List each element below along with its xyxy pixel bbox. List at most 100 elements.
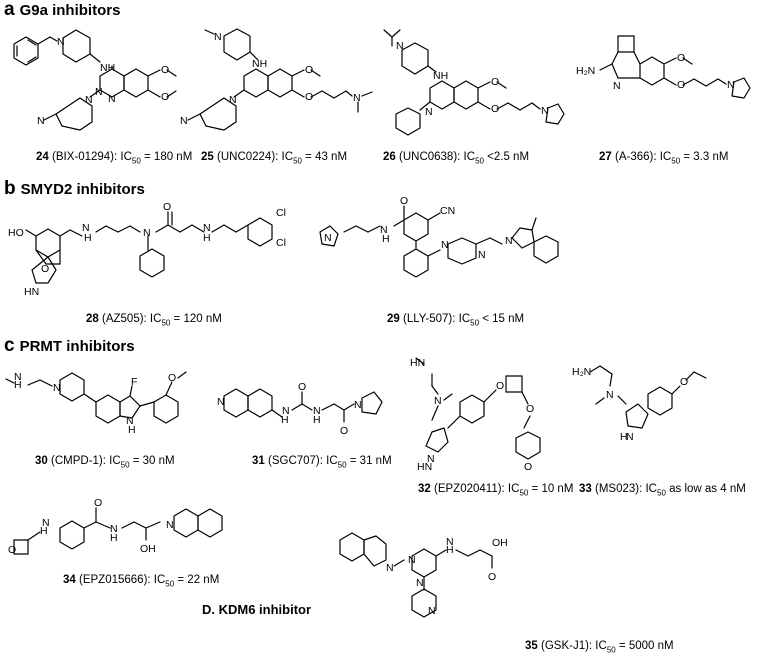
caption-34-number: 34 <box>63 574 76 586</box>
svg-text:N: N <box>380 224 388 236</box>
caption-34-name: (EPZ015666): IC <box>79 574 166 586</box>
svg-text:N: N <box>282 405 290 417</box>
caption-27-name: (A-366): IC <box>615 151 672 163</box>
svg-text:O: O <box>400 195 408 207</box>
svg-text:O: O <box>161 64 169 76</box>
caption-32: 32 (EPZ020411): IC50 = 10 nM <box>418 483 573 497</box>
svg-text:N: N <box>606 389 614 401</box>
svg-text:NH: NH <box>252 58 267 70</box>
svg-text:O: O <box>8 544 16 556</box>
svg-text:H: H <box>620 431 628 443</box>
caption-34-sub: 50 <box>165 579 175 589</box>
svg-text:HO: HO <box>8 227 24 239</box>
caption-31-number: 31 <box>252 455 265 467</box>
caption-24-value: = 180 nM <box>140 151 193 163</box>
compound-35-structure <box>339 532 493 618</box>
caption-29-value: < 15 nM <box>479 313 525 325</box>
panel-b-letter: b <box>4 178 16 199</box>
svg-text:N: N <box>166 519 174 531</box>
caption-30-name: (CMPD-1): IC <box>51 455 121 467</box>
svg-text:HN: HN <box>24 286 39 298</box>
svg-text:N: N <box>613 80 621 92</box>
svg-text:O: O <box>524 461 532 473</box>
caption-33-sub: 50 <box>657 488 666 498</box>
caption-33-value: as low as 4 nM <box>665 483 746 495</box>
compound-32-structure <box>415 357 541 460</box>
caption-25-value: = 43 nM <box>301 151 348 163</box>
panel-c-letter: c <box>4 335 15 356</box>
caption-27-sub: 50 <box>671 156 681 166</box>
caption-30: 30 (CMPD-1): IC50 = 30 nM <box>35 455 175 469</box>
caption-27-value: = 3.3 nM <box>680 151 729 163</box>
caption-26-sub: 50 <box>475 156 484 166</box>
compound-28-structure <box>25 211 273 284</box>
caption-26-number: 26 <box>383 151 396 163</box>
svg-text:O: O <box>298 381 306 393</box>
caption-33-number: 33 <box>579 483 592 495</box>
compound-26-structure <box>383 29 565 136</box>
caption-25-name: (UNC0224): IC <box>217 151 294 163</box>
caption-24-sub: 50 <box>131 156 141 166</box>
compound-30-structure <box>5 371 187 424</box>
svg-text:N: N <box>427 453 435 465</box>
svg-text:O: O <box>94 497 102 509</box>
svg-text:N: N <box>203 222 211 234</box>
caption-32-name: (EPZ020411): IC <box>434 483 520 495</box>
caption-25-sub: 50 <box>293 156 302 166</box>
caption-29: 29 (LLY-507): IC50 < 15 nM <box>387 313 524 327</box>
caption-25: 25 (UNC0224): IC50 = 43 nM <box>201 151 347 165</box>
caption-35: 35 (GSK-J1): IC50 = 5000 nM <box>525 640 674 654</box>
svg-text:N: N <box>110 523 118 535</box>
svg-text:H: H <box>313 414 321 426</box>
svg-text:O: O <box>161 91 169 103</box>
panel-a-letter: a <box>4 0 15 20</box>
svg-text:O: O <box>677 52 685 64</box>
svg-text:N: N <box>727 79 735 91</box>
svg-text:OH: OH <box>140 543 156 555</box>
caption-35-value: = 5000 nM <box>615 640 674 652</box>
svg-text:N: N <box>214 31 222 43</box>
svg-text:N: N <box>42 517 50 529</box>
svg-text:O: O <box>488 571 496 583</box>
caption-30-sub: 50 <box>120 460 130 470</box>
svg-text:N: N <box>396 40 404 52</box>
svg-text:N: N <box>386 562 394 574</box>
svg-text:O: O <box>491 103 499 115</box>
svg-text:N: N <box>126 415 134 427</box>
svg-text:N: N <box>82 222 90 234</box>
caption-26-value: <2.5 nM <box>483 151 530 163</box>
svg-text:F: F <box>131 376 137 388</box>
svg-text:N: N <box>229 94 237 106</box>
caption-32-value: = 10 nM <box>528 483 574 495</box>
caption-32-sub: 50 <box>519 488 529 498</box>
svg-text:N: N <box>313 405 321 417</box>
caption-27-number: 27 <box>599 151 612 163</box>
svg-text:N: N <box>434 395 442 407</box>
caption-35-number: 35 <box>525 640 538 652</box>
caption-29-number: 29 <box>387 313 400 325</box>
svg-text:O: O <box>41 263 49 275</box>
caption-24: 24 (BIX-01294): IC50 = 180 nM <box>36 151 192 165</box>
caption-30-number: 30 <box>35 455 48 467</box>
svg-text:HN: HN <box>417 461 432 473</box>
svg-text:O: O <box>680 376 688 388</box>
panel-c-title: PRMT inhibitors <box>19 338 135 355</box>
compound-24-structure <box>13 29 177 131</box>
svg-text:HN: HN <box>410 357 425 369</box>
panel-b-title: SMYD2 inhibitors <box>20 181 145 198</box>
svg-text:N: N <box>354 399 362 411</box>
caption-24-name: (BIX-01294): IC <box>52 151 132 163</box>
svg-text:O: O <box>526 403 534 415</box>
caption-31: 31 (SGC707): IC50 = 31 nM <box>252 455 392 469</box>
svg-text:N: N <box>217 396 225 408</box>
svg-text:N: N <box>541 105 549 117</box>
svg-text:N: N <box>85 94 93 106</box>
compound-34-structure <box>13 507 223 555</box>
svg-text:N: N <box>353 92 361 104</box>
caption-32-number: 32 <box>418 483 431 495</box>
caption-26-name: (UNC0638): IC <box>399 151 476 163</box>
caption-31-sub: 50 <box>337 460 347 470</box>
